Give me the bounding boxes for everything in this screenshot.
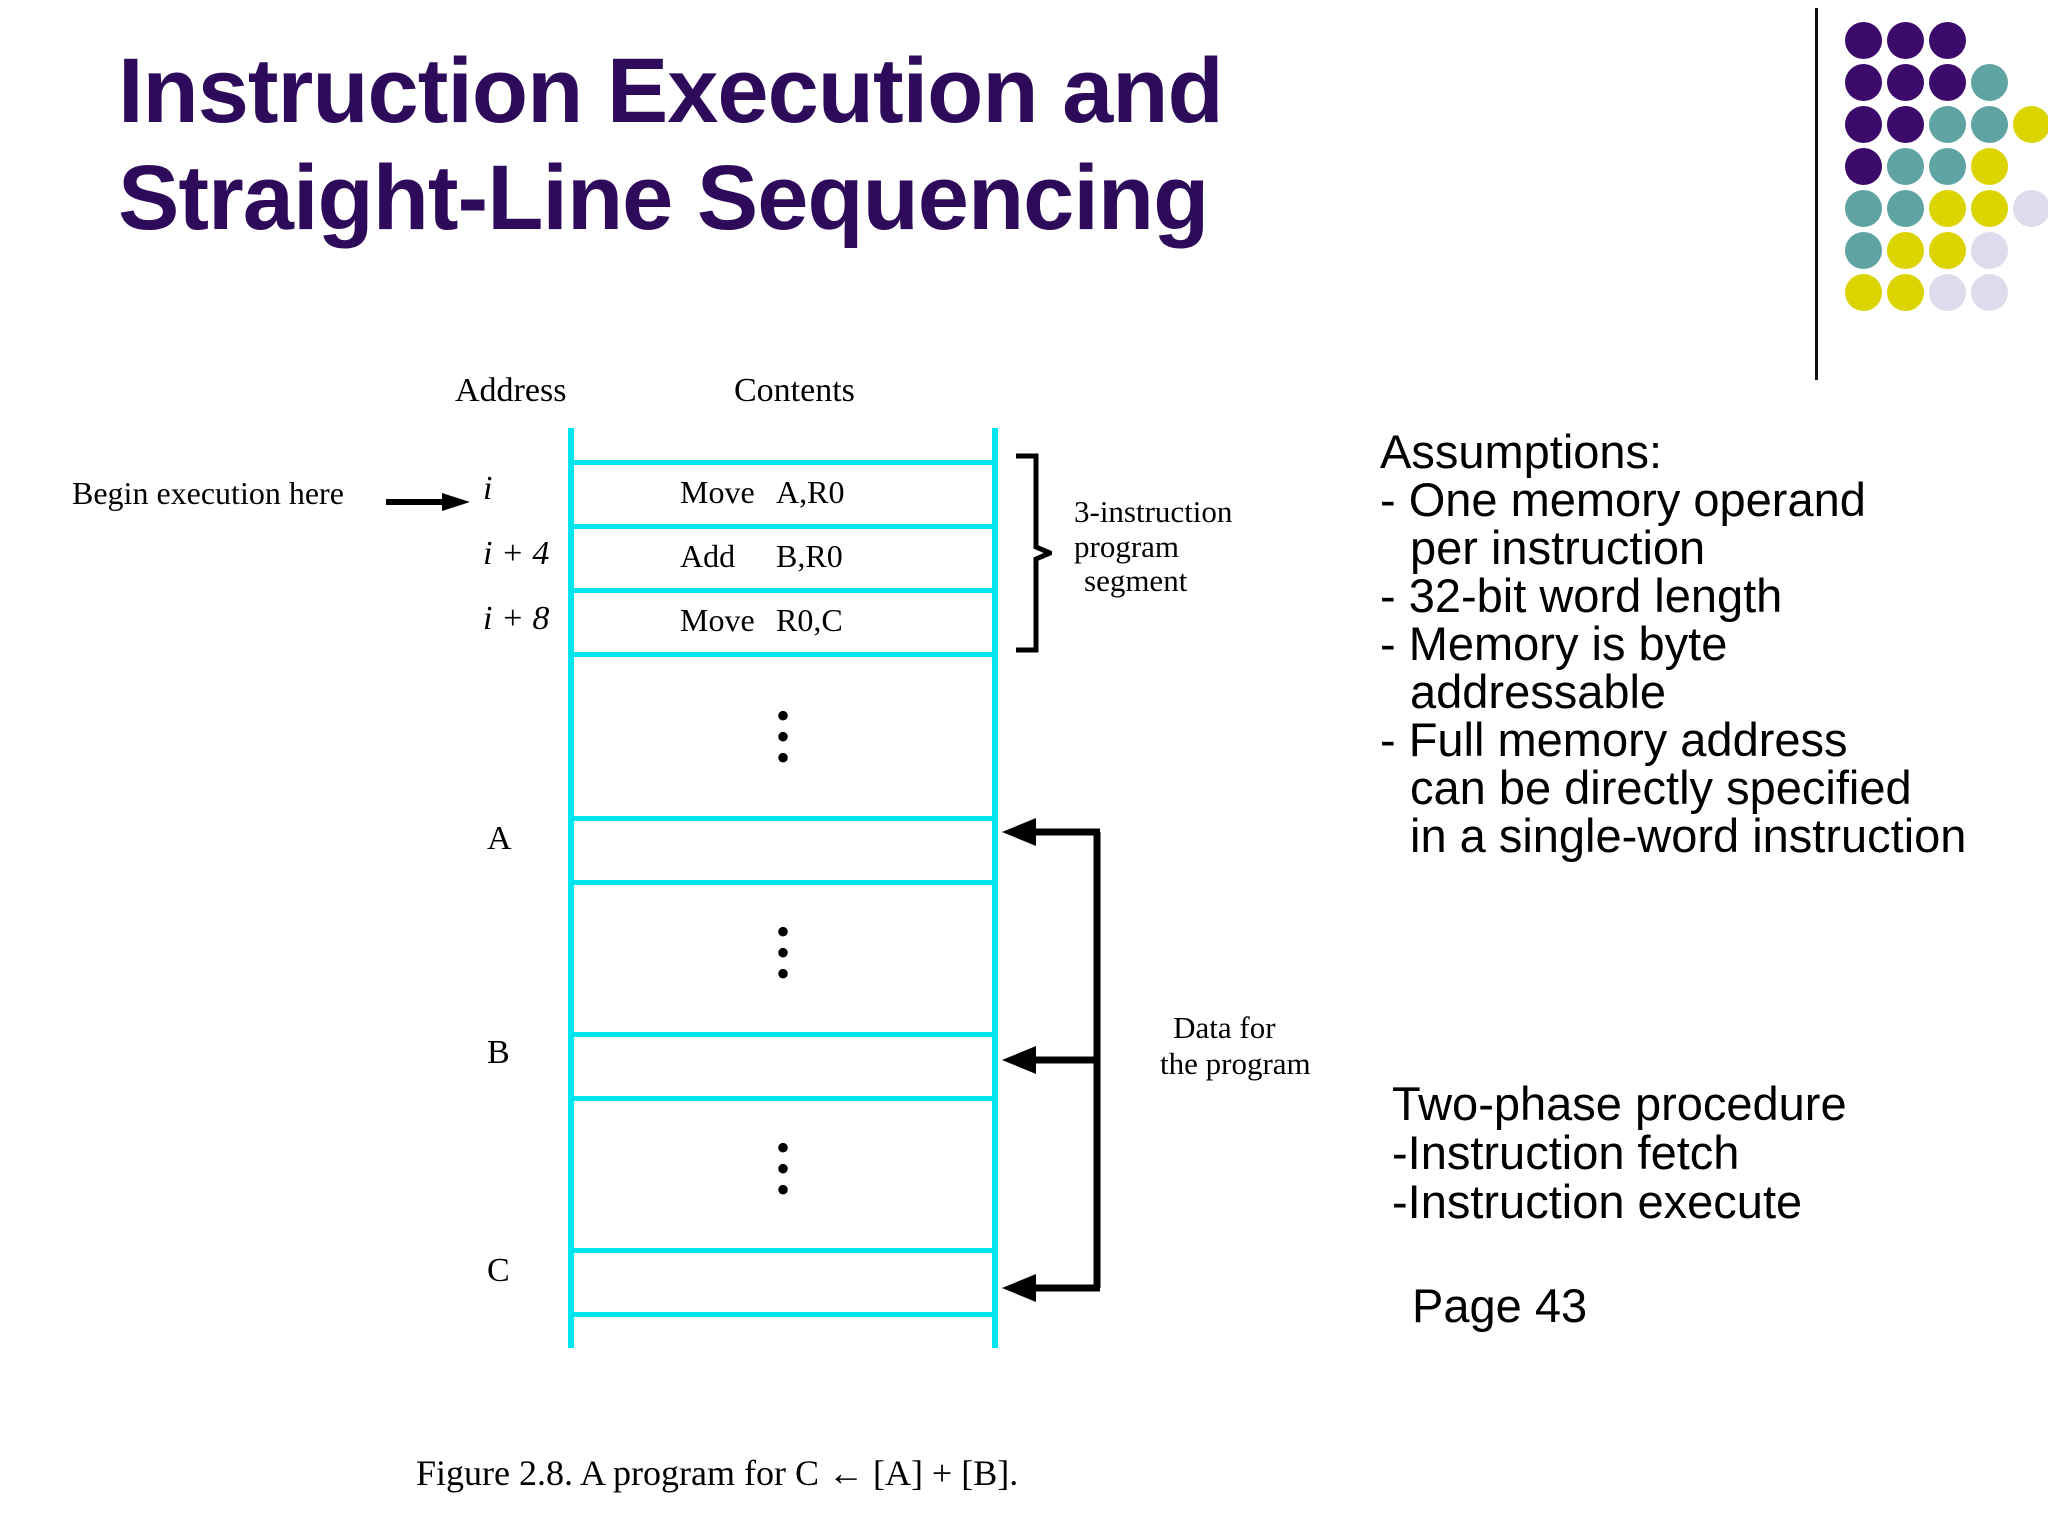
vertical-ellipsis-icon: ••• — [775, 909, 790, 996]
assumption-line: - 32-bit word length — [1380, 568, 1783, 622]
memory-rule — [568, 1248, 998, 1253]
assumption-line: per instruction — [1410, 520, 1706, 574]
address-label-C: C — [487, 1252, 510, 1289]
two-phase-item: -Instruction fetch — [1392, 1125, 1740, 1179]
column-header-address: Address — [455, 372, 567, 409]
assumptions-block: Assumptions: - One memory operand per in… — [1380, 428, 2040, 859]
logo-dot-lavender — [2013, 190, 2048, 227]
assumption-line: in a single-word instruction — [1410, 808, 1967, 862]
memory-rule — [568, 588, 998, 593]
logo-dot-yellow — [1971, 148, 2008, 185]
logo-dot-yellow — [1971, 190, 2008, 227]
logo-dot-teal — [1887, 190, 1924, 227]
logo-dot-yellow — [1929, 232, 1966, 269]
memory-rule — [568, 816, 998, 821]
address-label-i-plus-8: i + 8 — [483, 600, 550, 637]
logo-dot-purple — [1845, 106, 1882, 143]
logo-dot-purple — [1887, 64, 1924, 101]
memory-rule — [568, 524, 998, 529]
assumption-line: - Memory is byte — [1380, 616, 1728, 670]
data-for-program-bracket-icon — [1002, 818, 1101, 1302]
column-header-contents: Contents — [734, 372, 855, 409]
assumption-line: - One memory operand — [1380, 472, 1866, 526]
title-line-2: Straight-Line Sequencing — [118, 146, 1209, 249]
memory-rule — [568, 1312, 998, 1317]
opcode: Add — [680, 538, 736, 574]
logo-dot-purple — [1929, 22, 1966, 59]
operands: R0,C — [776, 602, 843, 638]
logo-dot-teal — [1845, 232, 1882, 269]
address-label-A: A — [487, 820, 512, 857]
assumption-line: - Full memory address — [1380, 712, 1848, 766]
data-for-program-label: Data for the program — [1160, 1010, 1311, 1081]
two-phase-item: -Instruction execute — [1392, 1174, 1803, 1228]
opcode: Move — [680, 474, 755, 510]
logo-dot-yellow — [1887, 232, 1924, 269]
logo-dot-purple — [1929, 64, 1966, 101]
address-label-i-plus-4: i + 4 — [483, 535, 550, 572]
program-segment-brace-icon — [1016, 453, 1052, 653]
memory-cell-instruction-2: Add B,R0 — [568, 538, 998, 575]
operands: A,R0 — [776, 474, 845, 510]
memory-rule — [568, 652, 998, 657]
program-segment-label: 3-instruction program segment — [1074, 494, 1233, 599]
vertical-ellipsis-icon: ••• — [775, 1125, 790, 1212]
logo-dot-purple — [1887, 22, 1924, 59]
page-reference: Page 43 — [1412, 1279, 1588, 1332]
logo-dot-lavender — [1971, 274, 2008, 311]
two-phase-procedure-block: Two-phase procedure -Instruction fetch -… — [1392, 1077, 2032, 1228]
logo-dot-teal — [1929, 148, 1966, 185]
memory-rule — [568, 1032, 998, 1037]
vertical-ellipsis-icon: ••• — [775, 693, 790, 780]
assumptions-heading: Assumptions: — [1380, 425, 1663, 478]
address-label-i: i — [483, 470, 493, 507]
logo-dot-teal — [1971, 64, 2008, 101]
logo-dot-yellow — [2013, 106, 2048, 143]
logo-dot-yellow — [1845, 274, 1882, 311]
logo-dot-teal — [1845, 190, 1882, 227]
address-label-B: B — [487, 1034, 510, 1071]
opcode: Move — [680, 602, 755, 638]
logo-dot-purple — [1887, 106, 1924, 143]
memory-rule — [568, 1096, 998, 1101]
logo-dot-purple — [1845, 148, 1882, 185]
memory-rule — [568, 460, 998, 465]
memory-rule — [568, 880, 998, 885]
logo-dot-yellow — [1887, 274, 1924, 311]
begin-execution-arrow-icon — [386, 493, 470, 511]
memory-cell-instruction-3: Move R0,C — [568, 602, 998, 639]
dot-matrix-logo — [1845, 22, 2048, 322]
memory-table-right-border — [992, 428, 998, 1348]
logo-dot-purple — [1845, 22, 1882, 59]
logo-dot-lavender — [1971, 232, 2008, 269]
memory-cell-instruction-1: Move A,R0 — [568, 474, 998, 511]
logo-divider-rule — [1815, 8, 1818, 380]
logo-dot-teal — [1887, 148, 1924, 185]
title-line-1: Instruction Execution and — [118, 40, 1224, 142]
logo-dot-yellow — [1929, 190, 1966, 227]
logo-dot-purple — [1845, 64, 1882, 101]
memory-table-left-border — [568, 428, 574, 1348]
logo-dot-teal — [1929, 106, 1966, 143]
logo-dot-teal — [1971, 106, 2008, 143]
begin-execution-label: Begin execution here — [72, 475, 344, 511]
two-phase-heading: Two-phase procedure — [1392, 1077, 1847, 1130]
assumption-line: addressable — [1410, 664, 1667, 718]
operands: B,R0 — [776, 538, 843, 574]
logo-dot-lavender — [1929, 274, 1966, 311]
figure-caption: Figure 2.8. A program for C ← [A] + [B]. — [416, 1453, 1019, 1493]
assumption-line: can be directly specified — [1410, 760, 1912, 814]
page-title: Instruction Execution and Straight-Line … — [118, 38, 1348, 251]
